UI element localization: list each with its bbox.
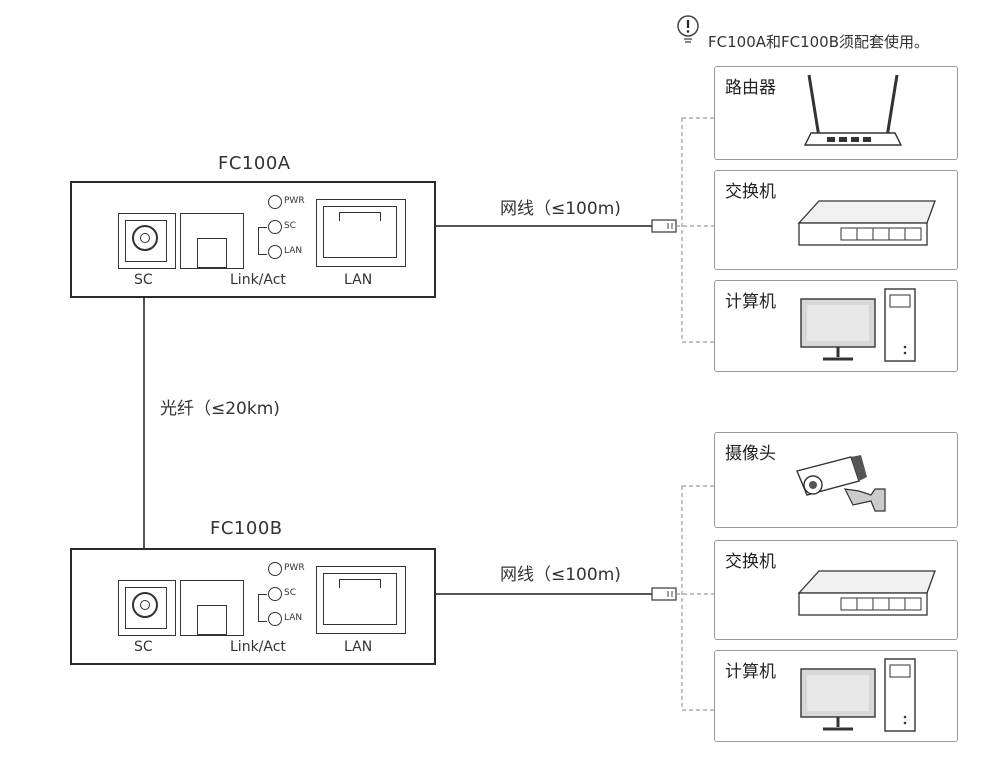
device-title-b: FC100B: [210, 518, 283, 539]
lan-port-icon: [316, 566, 406, 634]
device-title-a: FC100A: [218, 153, 291, 174]
sc-label: SC: [134, 639, 153, 655]
device-card-router: 路由器: [714, 66, 958, 160]
link-act-label: Link/Act: [230, 272, 286, 288]
lan-label: LAN: [344, 272, 373, 288]
card-label: 计算机: [725, 662, 776, 682]
card-label: 路由器: [725, 78, 776, 98]
pairing-note: FC100A和FC100B须配套使用。: [708, 33, 930, 51]
sc-label: SC: [134, 272, 153, 288]
device-card-computer-top: 计算机: [714, 280, 958, 372]
link-act-label: Link/Act: [230, 639, 286, 655]
transceiver-block: [180, 580, 244, 636]
info-bulb-icon: [676, 14, 700, 48]
device-card-camera: 摄像头: [714, 432, 958, 528]
lan-label: LAN: [344, 639, 373, 655]
lan-cable-label-bottom: 网线（≤100m): [500, 565, 621, 585]
media-converter-b: PWR SC LAN SC Link/Act LAN: [70, 548, 436, 665]
media-converter-a: PWR SC LAN SC Link/Act LAN: [70, 181, 436, 298]
branch-lines-top: [676, 117, 714, 711]
switch-icon: [797, 570, 936, 616]
card-label: 交换机: [725, 182, 776, 202]
device-card-switch-bottom: 交换机: [714, 540, 958, 640]
computer-icon: [800, 288, 916, 362]
sc-port-icon: [118, 580, 176, 636]
switch-icon: [797, 200, 936, 246]
fiber-label: 光纤（≤20km): [160, 399, 280, 419]
computer-icon: [800, 658, 916, 732]
router-icon: [803, 74, 903, 146]
card-label: 摄像头: [725, 444, 776, 464]
sc-port-icon: [118, 213, 176, 269]
transceiver-block: [180, 213, 244, 269]
device-card-computer-bottom: 计算机: [714, 650, 958, 742]
card-label: 交换机: [725, 552, 776, 572]
lan-cable-label-top: 网线（≤100m): [500, 199, 621, 219]
rj45-plug-icon: [404, 219, 677, 601]
device-card-switch-top: 交换机: [714, 170, 958, 270]
camera-icon: [796, 455, 886, 512]
card-label: 计算机: [725, 292, 776, 312]
lan-port-icon: [316, 199, 406, 267]
